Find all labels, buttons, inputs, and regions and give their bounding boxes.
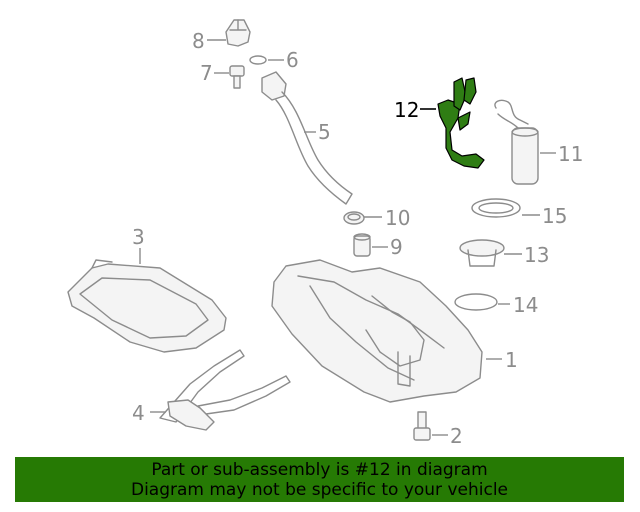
banner-line-2: Diagram may not be specific to your vehi… xyxy=(130,480,508,500)
callout-3[interactable]: 3 xyxy=(132,225,145,249)
part-10-hose-clamp[interactable] xyxy=(343,211,365,225)
callout-14[interactable]: 14 xyxy=(513,293,538,317)
callout-15[interactable]: 15 xyxy=(542,204,567,228)
part-6-seal-ring[interactable] xyxy=(249,55,267,65)
callout-6[interactable]: 6 xyxy=(286,48,299,72)
callout-13[interactable]: 13 xyxy=(524,243,549,267)
callout-8[interactable]: 8 xyxy=(192,29,205,53)
callout-12[interactable]: 12 xyxy=(394,98,419,122)
part-12-fuel-level-sender[interactable] xyxy=(437,77,485,169)
part-3-heat-shield[interactable] xyxy=(67,259,227,353)
part-9-valve[interactable] xyxy=(353,233,371,257)
callout-11[interactable]: 11 xyxy=(558,142,583,166)
banner-line-1: Part or sub-assembly is #12 in diagram xyxy=(151,460,488,480)
part-15-pump-seal[interactable] xyxy=(471,198,521,218)
part-11-fuel-pump[interactable] xyxy=(494,99,539,185)
callout-9[interactable]: 9 xyxy=(390,235,403,259)
part-2-mounting-bolt[interactable] xyxy=(413,411,431,441)
callout-4[interactable]: 4 xyxy=(132,401,145,425)
callout-2[interactable]: 2 xyxy=(450,424,463,448)
part-5-filler-neck[interactable] xyxy=(261,71,353,205)
part-7-screw[interactable] xyxy=(229,65,245,89)
callout-7[interactable]: 7 xyxy=(200,61,213,85)
part-4-tank-straps[interactable] xyxy=(159,349,291,431)
callout-1[interactable]: 1 xyxy=(505,348,518,372)
part-14-gasket[interactable] xyxy=(454,293,498,311)
part-8-filler-cap[interactable] xyxy=(225,19,251,47)
callout-5[interactable]: 5 xyxy=(318,120,331,144)
part-13-lock-ring[interactable] xyxy=(459,239,505,267)
parts-diagram: 8 6 7 5 12 11 15 1 xyxy=(67,19,583,448)
part-1-fuel-tank[interactable] xyxy=(271,259,483,403)
info-banner: Part or sub-assembly is #12 in diagram D… xyxy=(15,457,624,502)
callout-10[interactable]: 10 xyxy=(385,206,410,230)
